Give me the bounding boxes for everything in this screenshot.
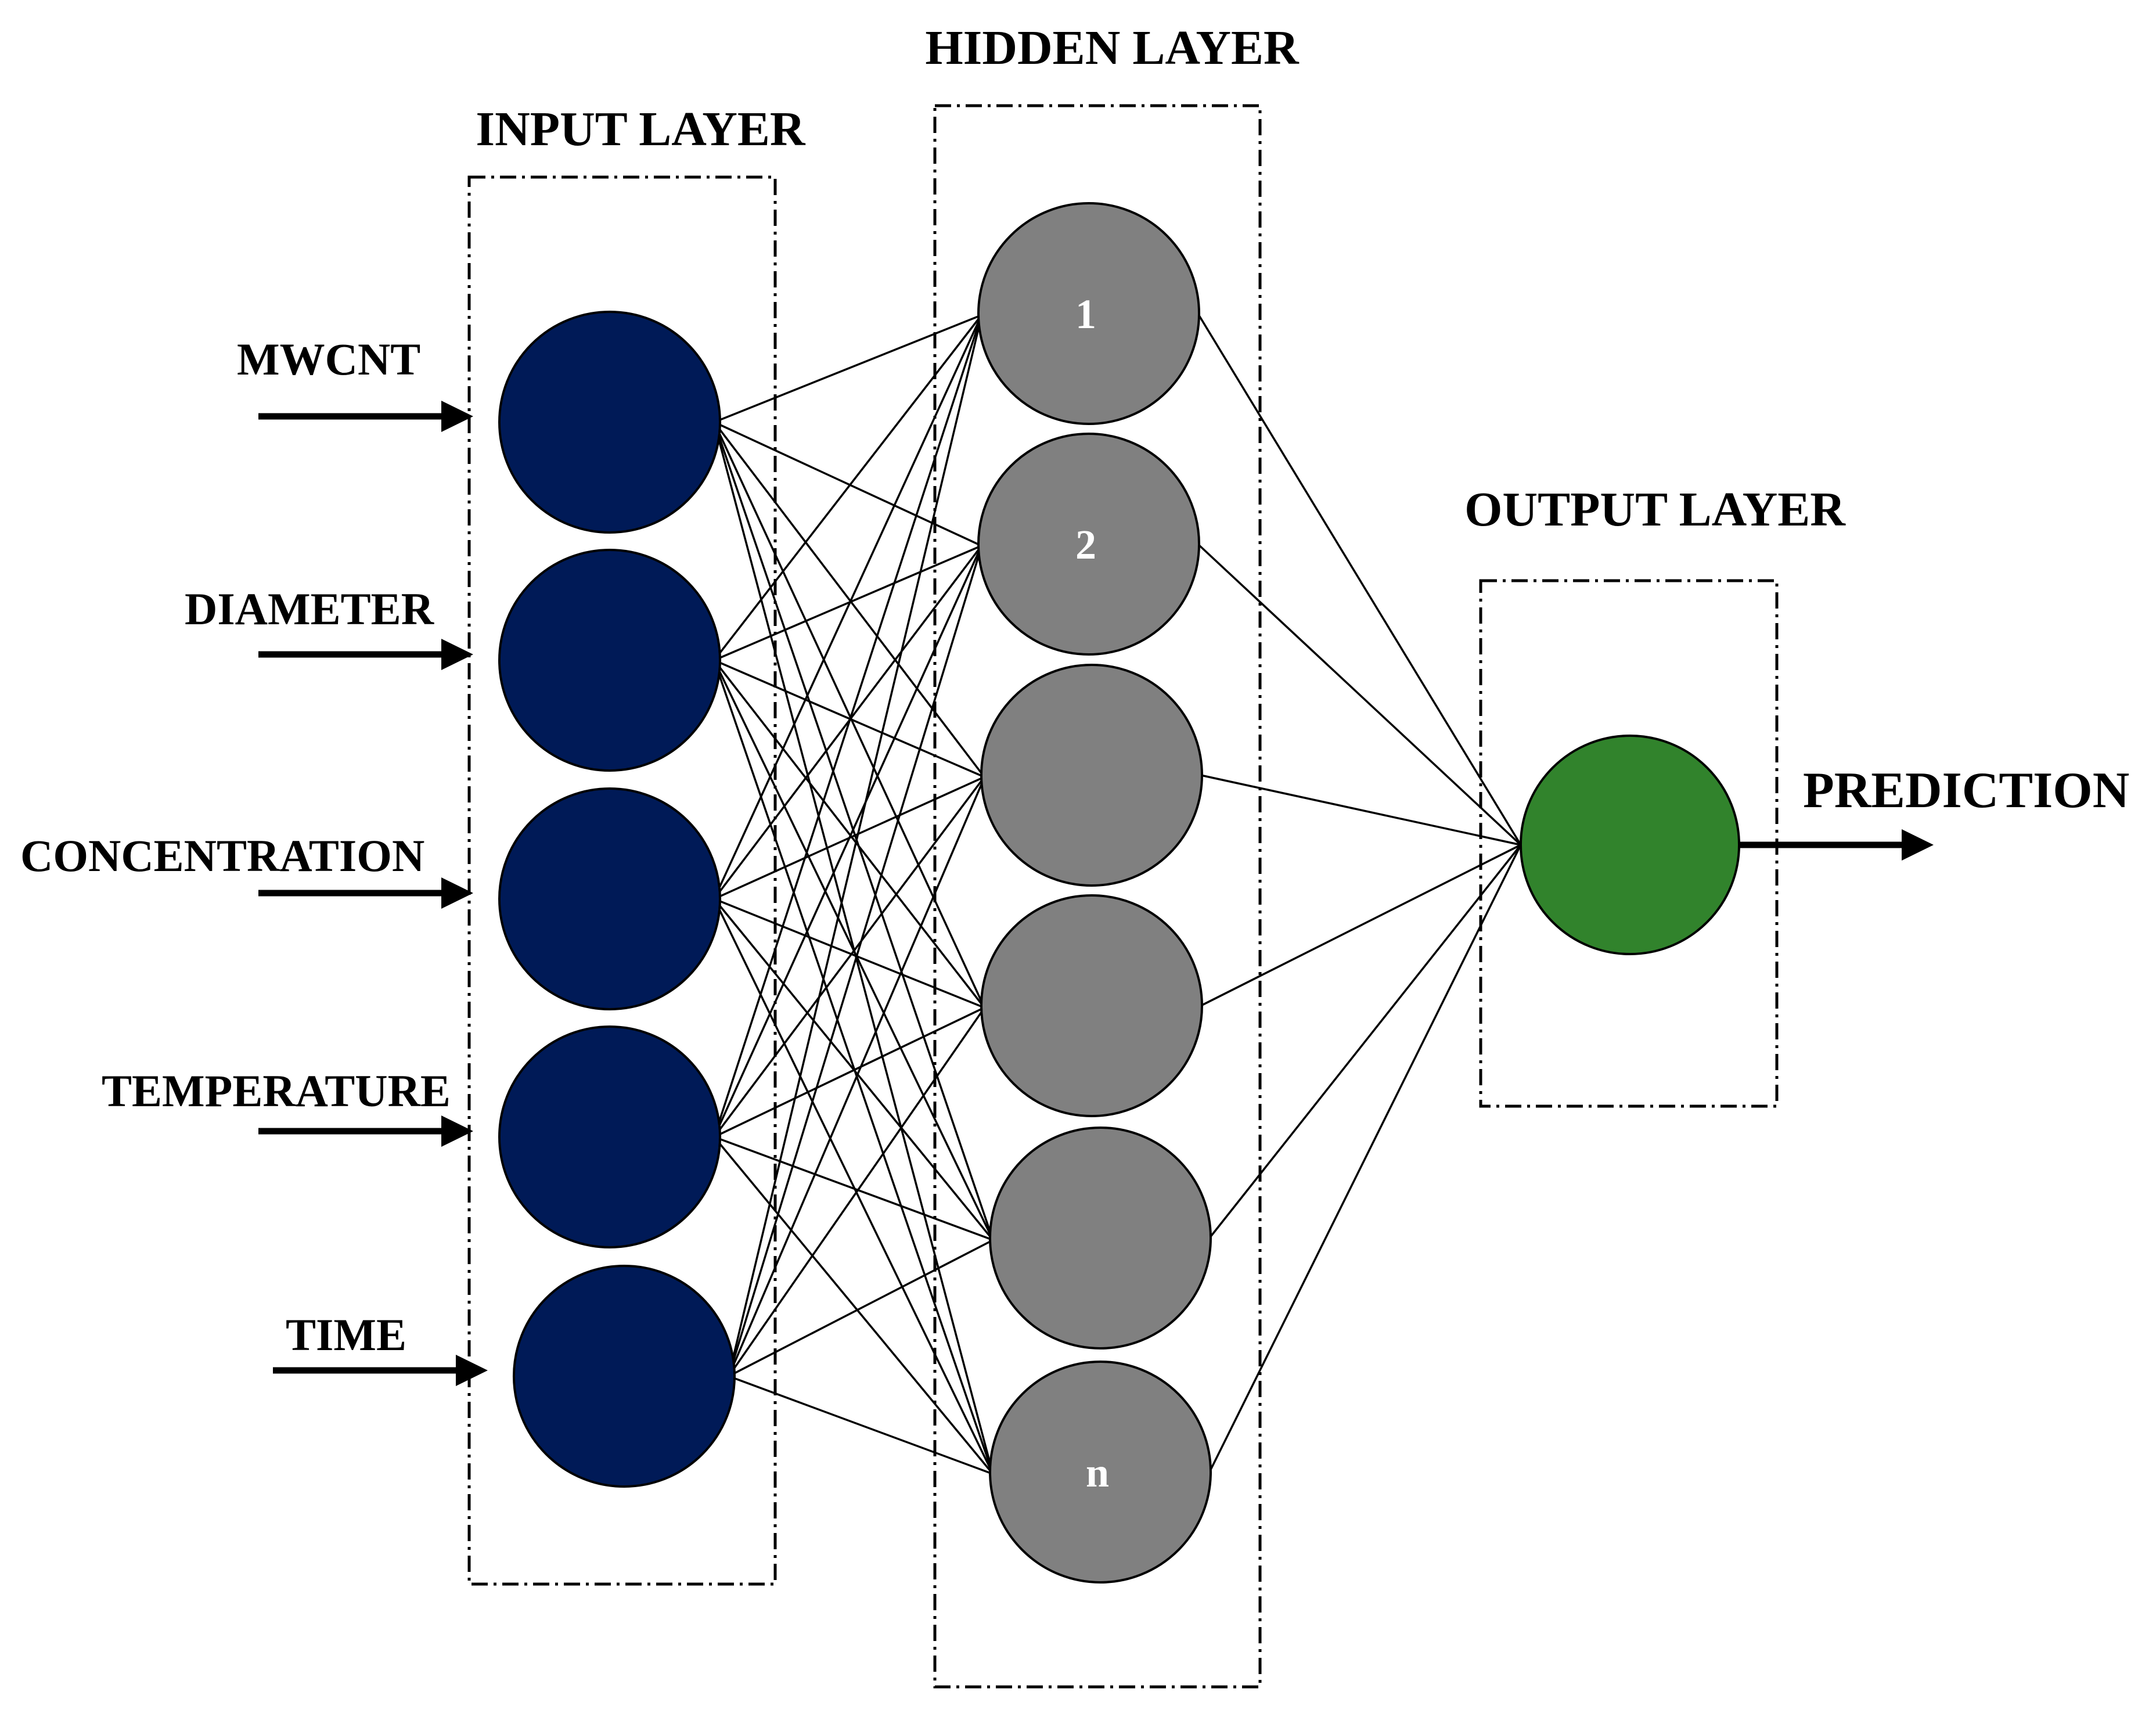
- input-nodes: [498, 311, 736, 1488]
- hidden-node-4: [980, 894, 1203, 1117]
- input-arrows: [258, 401, 488, 1386]
- connection-input-4-hidden-5: [728, 1375, 998, 1477]
- input-node-concentration: [498, 787, 721, 1010]
- hidden-node-label-1: 1: [1075, 291, 1096, 337]
- connection-hidden-1-output: [1197, 543, 1522, 846]
- input-label-time: TIME: [286, 1309, 406, 1360]
- input-node-mwcnt: [498, 311, 721, 534]
- input-arrow-head-4: [456, 1355, 488, 1386]
- connection-hidden-2-output: [1200, 774, 1521, 846]
- hidden-node-2: [977, 433, 1200, 656]
- connection-input-4-hidden-0: [728, 299, 987, 1377]
- connection-input-3-hidden-3: [714, 1005, 989, 1138]
- output-label-prediction: PREDICTION: [1803, 762, 2129, 819]
- connection-input-3-hidden-0: [713, 303, 987, 1138]
- input-label-concentration: CONCENTRATION: [20, 830, 424, 881]
- input-layer-box: [467, 175, 777, 1586]
- output-layer-title: OUTPUT LAYER: [1464, 483, 1846, 537]
- hidden-node-label-6: n: [1086, 1449, 1109, 1496]
- input-label-diameter: DIAMETER: [185, 584, 435, 634]
- connection-input-1-hidden-0: [713, 309, 987, 661]
- connection-input-3-hidden-5: [713, 1136, 998, 1480]
- connection-input-4-hidden-1: [728, 533, 987, 1377]
- input-layer-title: INPUT LAYER: [476, 102, 806, 156]
- input-node-diameter: [498, 549, 721, 772]
- hidden-nodes: 1 2 n: [977, 202, 1212, 1584]
- connection-input-4-hidden-4: [728, 1237, 998, 1377]
- hidden-node-1: [977, 202, 1200, 425]
- connection-input-3-hidden-2: [713, 771, 989, 1138]
- connection-input-3-hidden-1: [713, 537, 987, 1138]
- hidden-node-5: [989, 1127, 1212, 1349]
- hidden-node-label-2: 2: [1075, 521, 1096, 568]
- connection-input-0-hidden-4: [713, 422, 998, 1253]
- input-arrow-head-0: [441, 401, 473, 432]
- connection-input-0-hidden-0: [714, 312, 986, 423]
- hidden-layer-box: [933, 104, 1262, 1689]
- hidden-node-6: [989, 1361, 1212, 1584]
- connection-input-3-hidden-4: [714, 1136, 998, 1243]
- output-node: [1520, 735, 1740, 955]
- connection-input-4-hidden-3: [728, 1002, 989, 1377]
- connection-input-4-hidden-2: [728, 768, 989, 1377]
- input-arrow-head-1: [441, 639, 473, 670]
- connection-input-2-hidden-0: [713, 306, 987, 899]
- connection-input-2-hidden-2: [714, 774, 989, 900]
- input-label-mwcnt: MWCNT: [237, 334, 420, 384]
- input-arrow-head-3: [441, 1115, 473, 1147]
- hidden-node-3: [980, 664, 1203, 887]
- connections: [713, 299, 1522, 1490]
- connection-input-2-hidden-5: [713, 898, 998, 1483]
- output-arrow-head: [1902, 829, 1934, 861]
- connection-hidden-4-output: [1208, 844, 1522, 1239]
- input-arrow-head-2: [441, 877, 473, 909]
- hidden-layer-title: HIDDEN LAYER: [925, 21, 1300, 75]
- connection-hidden-3-output: [1200, 844, 1521, 1007]
- connection-input-2-hidden-4: [713, 898, 998, 1246]
- input-node-temperature: [498, 1025, 721, 1248]
- connection-hidden-5-output: [1208, 844, 1522, 1473]
- input-node-time: [513, 1265, 736, 1488]
- input-label-temperature: TEMPERATURE: [102, 1066, 451, 1116]
- connection-input-1-hidden-4: [713, 660, 998, 1249]
- connection-hidden-0-output: [1197, 313, 1522, 845]
